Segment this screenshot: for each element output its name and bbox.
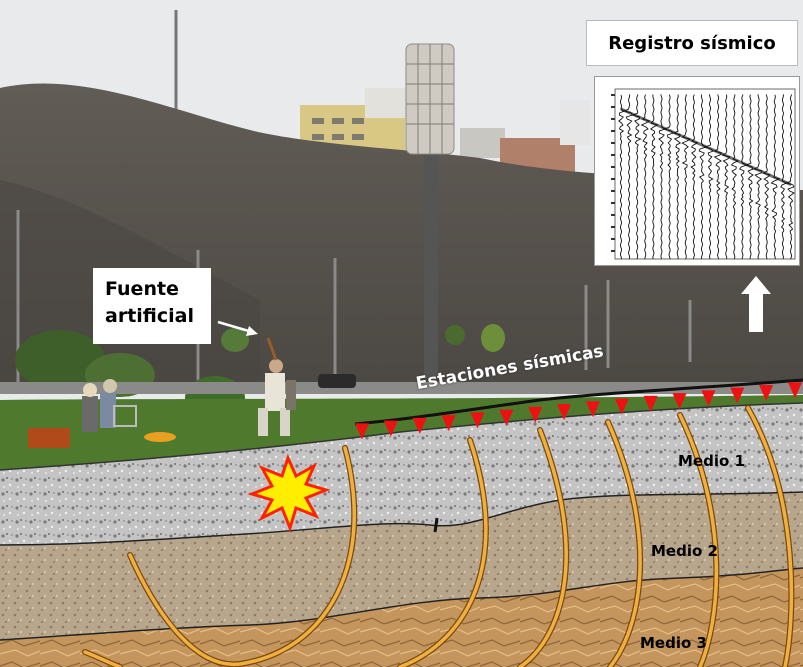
station-marker-icon <box>557 404 572 421</box>
seismic-trace <box>663 94 675 260</box>
medio-3-label: Medio 3 <box>640 634 707 652</box>
station-marker-icon <box>499 409 514 426</box>
seismic-trace <box>690 94 699 260</box>
station-marker-icon <box>470 412 485 429</box>
first-arrival-band <box>620 107 792 186</box>
seismic-trace <box>649 94 659 260</box>
seismogram-frame <box>614 88 796 260</box>
observation-tower <box>405 43 455 378</box>
seismic-trace <box>721 94 731 259</box>
seismic-trace <box>713 94 723 260</box>
road <box>0 382 803 394</box>
medio-2-label: Medio 2 <box>651 542 718 560</box>
fuente-label-line2: artificial <box>105 305 194 327</box>
station-marker-icon <box>412 417 427 434</box>
station-marker-icon <box>701 390 716 407</box>
fuente-label-box: Fuente artificial <box>93 268 211 344</box>
surface-boundary <box>0 402 803 471</box>
station-marker-icon <box>528 406 543 423</box>
explosion-icon <box>247 453 331 533</box>
seismic-trace <box>739 94 749 260</box>
seismic-trace <box>631 94 642 260</box>
registro-title: Registro sísmico <box>586 20 798 66</box>
borehole-mark <box>433 517 439 533</box>
seismogram <box>611 88 796 260</box>
seismic-trace <box>673 94 681 260</box>
seismic-trace <box>618 94 626 260</box>
station-marker-icon <box>614 398 629 415</box>
up-arrow-icon <box>741 276 771 332</box>
seismic-trace <box>745 94 754 260</box>
station-marker-icon <box>788 382 802 399</box>
seismic-trace <box>681 94 691 260</box>
seismic-trace <box>698 94 708 259</box>
survey-crew <box>28 337 296 448</box>
parked-car <box>318 374 356 388</box>
seismic-trace <box>658 94 667 260</box>
station-marker-icon <box>355 423 369 440</box>
seismic-trace <box>780 94 788 260</box>
layer-medio-3 <box>0 568 803 667</box>
seismic-stations <box>355 382 802 440</box>
seismic-trace <box>785 94 795 260</box>
medio-1-label: Medio 1 <box>678 452 745 470</box>
fuente-label-line1: Fuente <box>105 278 179 300</box>
wavefronts <box>82 405 795 667</box>
station-marker-icon <box>441 415 456 432</box>
station-marker-icon <box>759 384 774 401</box>
seismic-trace <box>704 94 715 260</box>
station-marker-icon <box>585 401 600 418</box>
seismic-trace <box>753 94 763 260</box>
station-marker-icon <box>643 395 658 412</box>
layer-boundary-2 <box>0 567 803 641</box>
geophone-cable <box>354 378 803 426</box>
station-marker-icon <box>672 393 687 410</box>
seismic-record-panel <box>594 76 800 266</box>
seismic-trace <box>730 94 740 260</box>
seismic-trace <box>762 94 771 260</box>
station-marker-icon <box>383 420 398 437</box>
seismic-trace <box>623 94 634 260</box>
station-marker-icon <box>730 387 745 404</box>
pointer-arrow-icon <box>217 320 258 336</box>
